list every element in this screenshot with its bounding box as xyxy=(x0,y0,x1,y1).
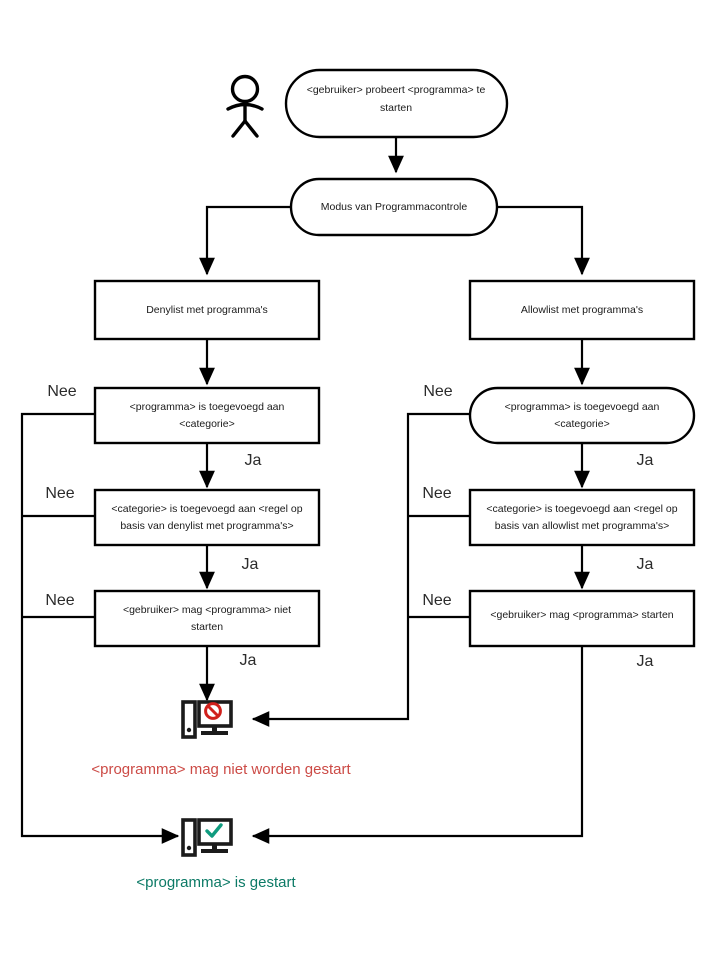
node-right-category-rule-line1: <categorie> is toegevoegd aan <regel op xyxy=(486,503,677,515)
node-right-user-decision-label: <gebruiker> mag <programma> starten xyxy=(490,609,673,621)
edge-label-left-rule-yes: Ja xyxy=(242,556,259,573)
node-allowlist-label: Allowlist met programma's xyxy=(521,304,643,316)
edge-label-left-user-yes: Ja xyxy=(240,652,257,669)
node-left-added-category: <programma> is toegevoegd aan <categorie… xyxy=(93,386,321,445)
node-left-category-rule: <categorie> is toegevoegd aan <regel op … xyxy=(93,488,321,547)
node-left-user-decision-line2: starten xyxy=(191,621,223,633)
caption-started: <programma> is gestart xyxy=(136,874,296,891)
edge-label-right-user-no: Nee xyxy=(422,592,451,609)
edge-right-user-yes-to-started xyxy=(251,646,584,844)
node-left-category-rule-line2: basis van denylist met programma's> xyxy=(120,520,293,532)
edge-mode-to-denylist xyxy=(199,205,292,276)
edge-label-right-rule-yes: Ja xyxy=(637,556,654,573)
node-right-user-decision: <gebruiker> mag <programma> starten xyxy=(468,589,696,648)
edge-label-left-rule-no: Nee xyxy=(45,485,74,502)
node-allowlist: Allowlist met programma's xyxy=(468,279,696,341)
edge-label-left-user-no: Nee xyxy=(45,592,74,609)
edge-label-right-category-no: Nee xyxy=(423,383,452,400)
edge-label-right-rule-no: Nee xyxy=(422,485,451,502)
edge-right-category-no xyxy=(251,412,470,727)
edge-label-left-category-yes: Ja xyxy=(245,452,262,469)
node-denylist: Denylist met programma's xyxy=(93,279,321,341)
node-right-added-category: <programma> is toegevoegd aan <categorie… xyxy=(468,386,696,445)
node-left-added-category-line2: <categorie> xyxy=(179,418,234,430)
node-start-line2: starten xyxy=(380,102,412,114)
node-right-category-rule-line2: basis van allowlist met programma's> xyxy=(495,520,669,532)
monitor-blocked-icon xyxy=(181,700,233,739)
edge-left-category-no xyxy=(20,412,180,844)
node-right-added-category-line2: <categorie> xyxy=(554,418,609,430)
node-denylist-label: Denylist met programma's xyxy=(146,304,268,316)
node-left-user-decision: <gebruiker> mag <programma> niet starten xyxy=(93,589,321,648)
node-left-user-decision-line1: <gebruiker> mag <programma> niet xyxy=(123,604,291,616)
edge-label-right-user-yes: Ja xyxy=(637,653,654,670)
monitor-allowed-icon xyxy=(181,818,233,857)
edge-label-left-category-no: Nee xyxy=(47,383,76,400)
node-right-category-rule: <categorie> is toegevoegd aan <regel op … xyxy=(468,488,696,547)
caption-blocked: <programma> mag niet worden gestart xyxy=(91,761,351,778)
edge-label-right-category-yes: Ja xyxy=(637,452,654,469)
node-mode: Modus van Programmacontrole xyxy=(289,177,499,237)
node-start-line1: <gebruiker> probeert <programma> te xyxy=(307,84,486,96)
node-left-added-category-line1: <programma> is toegevoegd aan xyxy=(130,401,285,413)
node-left-category-rule-line1: <categorie> is toegevoegd aan <regel op xyxy=(111,503,302,515)
node-start: <gebruiker> probeert <programma> te star… xyxy=(284,68,509,139)
node-mode-label: Modus van Programmacontrole xyxy=(321,201,468,213)
user-actor-icon xyxy=(226,74,264,138)
node-right-added-category-line1: <programma> is toegevoegd aan xyxy=(505,401,660,413)
edge-mode-to-allowlist xyxy=(497,205,590,276)
